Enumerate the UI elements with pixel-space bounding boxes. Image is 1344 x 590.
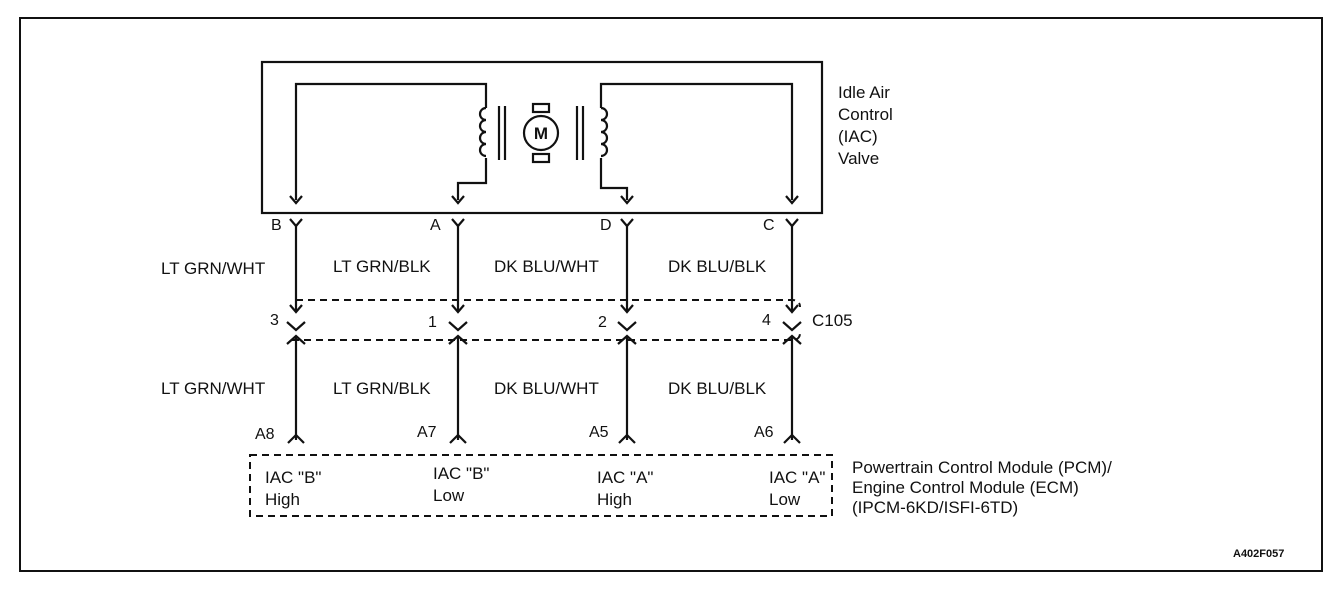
wire-color-label: DK BLU/WHT (494, 379, 599, 398)
c105-bottom-outline (292, 332, 801, 341)
pcm-ecm-box (249, 454, 833, 517)
valve-pin-a-chevron (451, 218, 465, 228)
valve-pin-b-chevron (289, 218, 303, 228)
iac-valve-label: Idle Air Control (IAC) Valve (838, 82, 893, 170)
module-name-line: (IPCM-6KD/ISFI-6TD) (852, 498, 1019, 517)
module-circuit-label: IAC "A" Low (769, 467, 825, 511)
wire-color-label: LT GRN/BLK (333, 379, 431, 398)
iac-valve-label-line: Idle Air (838, 83, 890, 102)
module-circuit-label: IAC "A" High (597, 467, 653, 511)
valve-pin-label: D (600, 217, 612, 234)
c105-top-outline (296, 299, 801, 308)
circuit-name: IAC "B" (433, 464, 490, 483)
module-circuit-label: IAC "B" Low (433, 463, 489, 507)
wire-color-label: DK BLU/BLK (668, 257, 767, 276)
module-pin-label: A8 (255, 426, 275, 443)
figure-code: A402F057 (1233, 548, 1285, 560)
iac-valve-label-line: Control (838, 105, 893, 124)
circuit-name: IAC "A" (769, 468, 826, 487)
valve-pin-d-chevron (620, 218, 634, 228)
valve-pin-label: B (271, 217, 282, 234)
wire-color-label: LT GRN/BLK (333, 257, 431, 276)
circuit-level: High (597, 490, 632, 509)
valve-pin-c-chevron (785, 218, 799, 228)
motor-brush-top (531, 102, 551, 114)
coil-d-lead (599, 158, 629, 200)
module-pin-label: A7 (417, 424, 437, 441)
module-pin-label: A6 (754, 424, 774, 441)
circuit-name: IAC "B" (265, 468, 322, 487)
connector-name: C105 (812, 311, 853, 330)
module-pin-label: A5 (589, 424, 609, 441)
circuit-level: High (265, 490, 300, 509)
valve-pin-label: C (763, 217, 775, 234)
circuit-level: Low (769, 490, 801, 509)
coil-left-inductor (478, 106, 487, 158)
coil-a-lead (456, 158, 488, 200)
motor-symbol (522, 114, 560, 152)
wire-color-label: LT GRN/WHT (161, 259, 266, 278)
c105-pin-number: 1 (428, 314, 437, 331)
iac-valve-box (260, 60, 824, 215)
valve-pin-label: A (430, 217, 441, 234)
module-name-line: Engine Control Module (ECM) (852, 478, 1079, 497)
iac-valve-label-line: Valve (838, 149, 880, 168)
c105-pin-number: 4 (762, 312, 771, 329)
c105-pin-number: 3 (270, 312, 279, 329)
iac-valve-label-line: (IAC) (838, 127, 878, 146)
coil-c-winding (599, 82, 794, 200)
coil-right-inductor (600, 106, 609, 158)
motor-brush-bottom (531, 152, 551, 164)
wire-color-label: DK BLU/WHT (494, 257, 599, 276)
wire-color-label: DK BLU/BLK (668, 379, 767, 398)
pcm-ecm-label: Powertrain Control Module (PCM)/ Engine … (852, 458, 1112, 518)
module-name-line: Powertrain Control Module (PCM)/ (852, 458, 1112, 477)
c105-pin-number: 2 (598, 314, 607, 331)
module-circuit-label: IAC "B" High (265, 467, 321, 511)
coil-b-winding (294, 82, 488, 200)
circuit-name: IAC "A" (597, 468, 654, 487)
circuit-level: Low (433, 486, 465, 505)
motor-letter: M (534, 124, 548, 143)
diagram-frame (19, 17, 1323, 572)
wire-color-label: LT GRN/WHT (161, 379, 266, 398)
